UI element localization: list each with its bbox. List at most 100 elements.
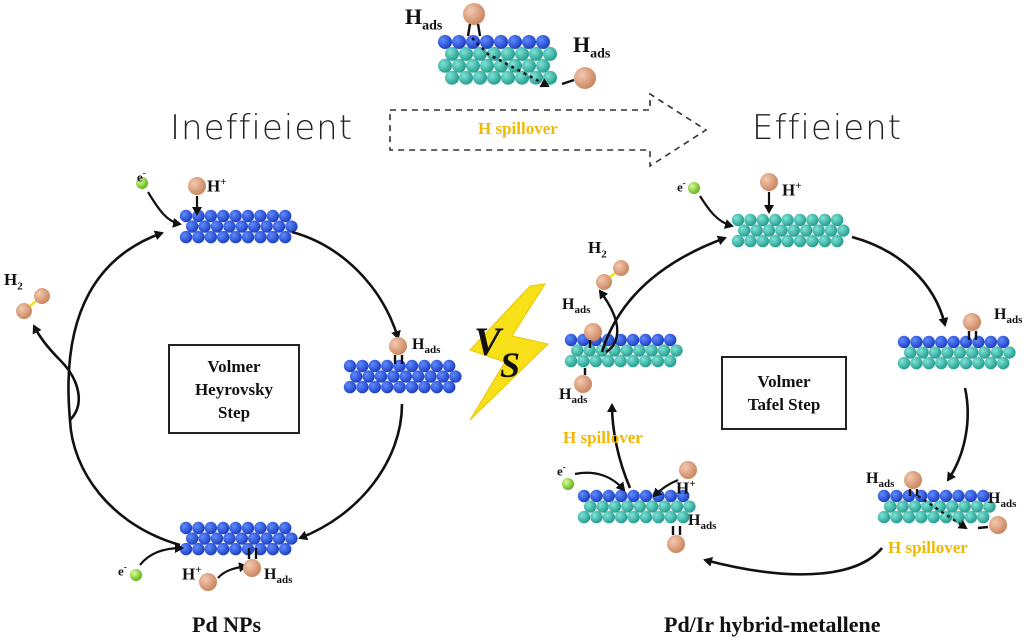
pd-atom [977, 489, 990, 503]
ir-atom [670, 344, 683, 357]
top-hybrid-slab [438, 35, 557, 85]
pd-atom [466, 35, 480, 49]
top-hads-bond-2 [561, 78, 575, 86]
pd-atom [627, 489, 640, 503]
ir-atom [459, 46, 473, 61]
pd-atom [443, 359, 456, 373]
pd-atom [254, 521, 267, 535]
ir-atom [793, 213, 807, 227]
pd-atom [198, 532, 211, 545]
pd-atom [192, 230, 205, 244]
ir-atom [501, 70, 515, 85]
left-caption: Pd NPs [192, 612, 262, 637]
pd-atom [241, 209, 255, 223]
ir-atom [781, 213, 794, 227]
ir-atom [818, 213, 831, 227]
right-spillover-label-left: H spillover [563, 428, 643, 447]
right-caption: Pd/Ir hybrid-metallene [664, 612, 881, 637]
ir-atom [970, 500, 984, 513]
pd-atom [959, 335, 973, 349]
ir-atom [651, 354, 664, 368]
ir-atom [769, 213, 782, 227]
ir-atom [787, 224, 800, 237]
right-slab-bottom-right [877, 489, 996, 524]
ir-atom [608, 500, 622, 513]
right-box-line1: Volmer [757, 372, 811, 391]
right-hplus-atom-top [760, 173, 778, 191]
ir-atom [738, 224, 751, 237]
ir-atom [438, 58, 452, 73]
right-hads-label-bottom-right-2: Hads [988, 490, 1017, 511]
pd-atom [350, 370, 363, 383]
ir-atom [922, 356, 935, 370]
right-electron-bottom [562, 478, 574, 490]
ir-atom [564, 354, 578, 368]
pd-atom [217, 230, 230, 244]
pd-atom [939, 489, 953, 503]
right-title: Effieient [752, 108, 903, 148]
ir-atom [664, 354, 677, 368]
pd-atom [179, 209, 193, 223]
top-spillover-dotted-path [471, 37, 550, 88]
ir-atom [602, 510, 615, 524]
pd-atom [438, 35, 452, 49]
pd-atom [405, 380, 419, 394]
right-box-line2: Tafel Step [747, 395, 821, 414]
left-electron-arrow-bottom [139, 543, 184, 566]
pd-atom [235, 220, 248, 233]
pd-atom [192, 542, 205, 556]
ir-atom [897, 356, 911, 370]
ir-atom [877, 510, 891, 524]
ir-atom [978, 346, 991, 359]
ir-atom [990, 346, 1004, 359]
pd-atom [449, 370, 462, 383]
pd-atom [241, 230, 255, 244]
pd-atom [877, 489, 891, 503]
ir-atom [626, 354, 640, 368]
ir-atom [910, 356, 923, 370]
ir-atom [953, 346, 966, 359]
pd-atom [229, 230, 242, 244]
pd-atom [285, 220, 298, 233]
pd-atom [590, 489, 603, 503]
ir-atom [756, 234, 769, 248]
pd-atom [494, 35, 508, 49]
right-hplus-label-bottom: H+ [676, 478, 696, 498]
ir-atom [997, 356, 1010, 370]
left-slab-right [343, 359, 462, 394]
ir-atom [812, 224, 825, 237]
left-cycle-arrow-h2-release [32, 324, 80, 421]
pd-atom [343, 359, 357, 373]
left-cycle-arrow-top-right [291, 230, 401, 340]
ir-atom [941, 346, 954, 359]
pd-atom [443, 380, 456, 394]
pd-atom [356, 380, 369, 394]
ir-atom [983, 500, 996, 513]
right-cycle-arrow-right-bottom [946, 387, 969, 482]
pd-atom [192, 521, 205, 535]
ir-atom [627, 510, 640, 524]
ir-atom [589, 354, 602, 368]
ir-atom [445, 70, 459, 85]
right-slab-right [897, 335, 1016, 370]
right-hplus-label-top: H+ [782, 180, 802, 200]
pd-atom [235, 532, 248, 545]
pd-atom [368, 359, 381, 373]
ir-atom [896, 500, 909, 513]
ir-atom [473, 70, 487, 85]
ir-atom [916, 346, 929, 359]
ir-atom [775, 224, 788, 237]
pd-atom [564, 333, 578, 347]
ir-atom [756, 213, 769, 227]
ir-atom [677, 510, 690, 524]
left-slab-bottom [179, 521, 298, 556]
ir-atom [927, 510, 940, 524]
left-electron-label-bottom: e- [118, 562, 127, 579]
pd-atom [452, 35, 466, 49]
ir-atom [921, 500, 934, 513]
pd-atom [664, 489, 677, 503]
right-hads-atom-bottom-left [667, 535, 685, 553]
left-h2-atom-1 [34, 288, 50, 304]
right-hads-atom-bottom-right-1 [904, 471, 922, 489]
ir-atom [543, 70, 557, 85]
